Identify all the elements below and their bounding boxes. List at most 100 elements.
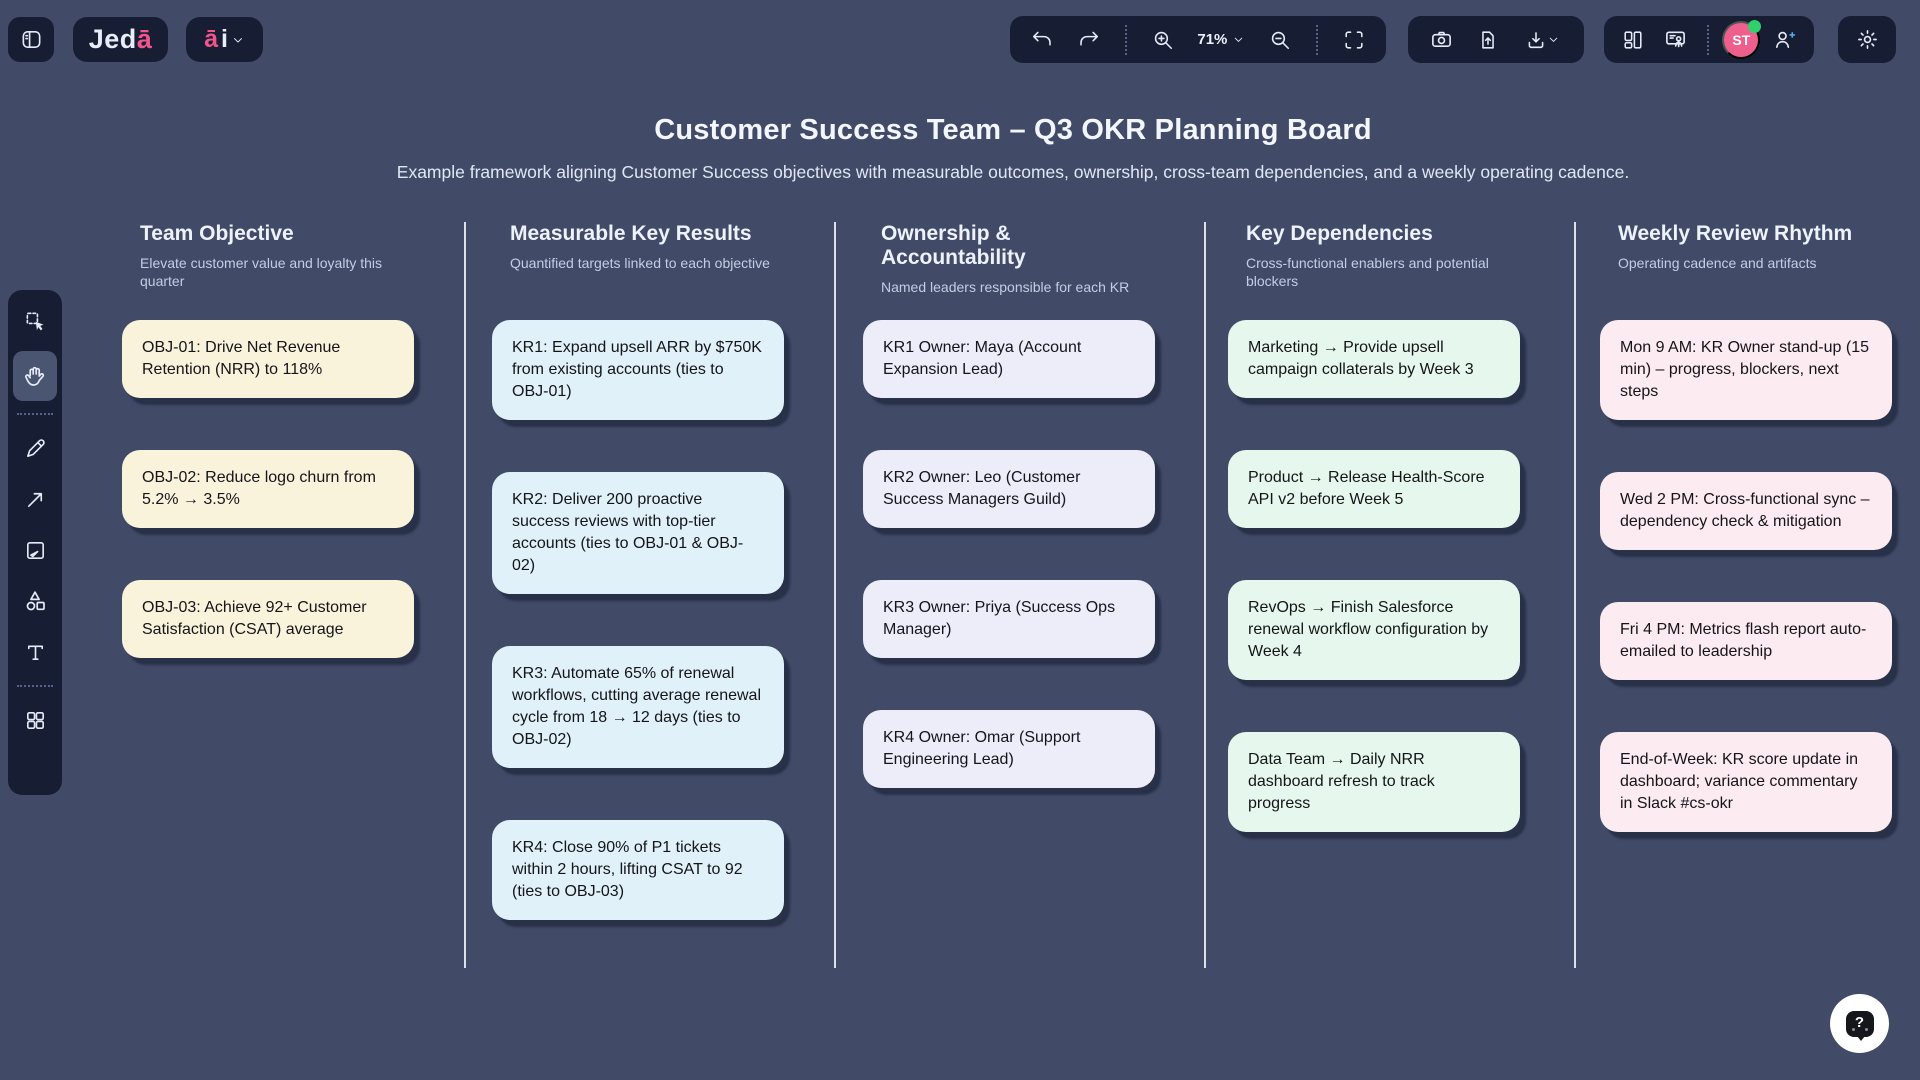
- settings-button[interactable]: [1849, 22, 1885, 58]
- zoom-out-icon: [1272, 31, 1290, 49]
- view-share-toolbar: ST: [1604, 16, 1814, 63]
- layout-panels-icon: [1624, 30, 1642, 49]
- sidebar-separator: [17, 413, 53, 415]
- board-heading: Customer Success Team – Q3 OKR Planning …: [106, 114, 1920, 183]
- shapes-tool[interactable]: [13, 580, 57, 622]
- column-title: Ownership & Accountability: [881, 222, 1026, 269]
- column-title: Measurable Key Results: [510, 222, 752, 245]
- help-bubble-icon: ?: [1845, 1010, 1874, 1041]
- sticky-note[interactable]: Mon 9 AM: KR Owner stand-up (15 min) – p…: [1600, 320, 1892, 420]
- notes-list: OBJ-01: Drive Net Revenue Retention (NRR…: [122, 320, 414, 658]
- settings-toolbar: [1838, 16, 1896, 63]
- column-ownership: Ownership & Accountability Named leaders…: [863, 222, 1155, 788]
- capture-export-toolbar: [1408, 16, 1584, 63]
- help-button[interactable]: ?: [1830, 994, 1889, 1053]
- column-key-results: Measurable Key Results Quantified target…: [492, 222, 784, 920]
- sticky-note[interactable]: KR4 Owner: Omar (Support Engineering Lea…: [863, 710, 1155, 788]
- sticky-note[interactable]: Wed 2 PM: Cross-functional sync – depend…: [1600, 472, 1892, 550]
- undo-icon: [1032, 31, 1051, 46]
- sticky-note[interactable]: Product → Release Health-Score API v2 be…: [1228, 450, 1520, 528]
- sidebar-toggle-button[interactable]: [8, 17, 54, 62]
- zoom-in-button[interactable]: [1145, 22, 1181, 58]
- column-divider: [834, 222, 836, 968]
- zoom-level-value: 71%: [1197, 31, 1228, 48]
- column-subtitle: Operating cadence and artifacts: [1618, 255, 1817, 271]
- user-avatar[interactable]: ST: [1722, 19, 1762, 59]
- text-tool[interactable]: [13, 631, 57, 673]
- online-status-dot: [1748, 19, 1762, 33]
- arrow-tool[interactable]: [13, 478, 57, 520]
- sticky-note[interactable]: KR3: Automate 65% of renewal workflows, …: [492, 646, 784, 768]
- sticky-note[interactable]: OBJ-01: Drive Net Revenue Retention (NRR…: [122, 320, 414, 398]
- zoom-level-dropdown[interactable]: 71%: [1191, 30, 1251, 49]
- text-icon: [27, 644, 43, 660]
- arrow-icon: [27, 492, 42, 507]
- column-title: Team Objective: [140, 222, 294, 245]
- sticky-note[interactable]: KR2: Deliver 200 proactive success revie…: [492, 472, 784, 594]
- redo-icon: [1080, 31, 1098, 46]
- sticky-note[interactable]: Fri 4 PM: Metrics flash report auto-emai…: [1600, 602, 1892, 680]
- tool-sidebar: [8, 290, 62, 795]
- present-mode-button[interactable]: [1658, 22, 1694, 58]
- download-icon: [1528, 31, 1544, 48]
- zoom-in-icon: [1154, 31, 1172, 49]
- hand-tool[interactable]: [13, 351, 57, 401]
- select-tool[interactable]: [13, 300, 57, 342]
- avatar-initials: ST: [1732, 31, 1751, 48]
- shapes-icon: [26, 591, 45, 611]
- column-title: Key Dependencies: [1246, 222, 1433, 245]
- sticky-note[interactable]: KR1: Expand upsell ARR by $750K from exi…: [492, 320, 784, 420]
- screenshot-button[interactable]: [1423, 22, 1459, 58]
- apps-tool[interactable]: [13, 699, 57, 741]
- fit-screen-button[interactable]: [1336, 22, 1372, 58]
- invite-user-button[interactable]: [1767, 22, 1803, 58]
- column-subtitle: Named leaders responsible for each KR: [881, 279, 1130, 295]
- toolbar-separator: [1706, 24, 1709, 55]
- chevron-down-icon: [1235, 37, 1243, 42]
- select-cursor-icon: [26, 312, 43, 330]
- download-button[interactable]: [1517, 22, 1569, 58]
- column-title: Weekly Review Rhythm: [1618, 222, 1853, 245]
- toolbar-separator: [1316, 24, 1319, 55]
- layout-panels-button[interactable]: [1615, 22, 1651, 58]
- present-board-icon: [1666, 31, 1686, 48]
- chevron-down-icon: [1549, 37, 1558, 42]
- chevron-down-icon: [233, 37, 242, 43]
- column-review-rhythm: Weekly Review Rhythm Operating cadence a…: [1600, 222, 1892, 832]
- board-title: Customer Success Team – Q3 OKR Planning …: [654, 114, 1372, 146]
- sticky-note[interactable]: Marketing → Provide upsell campaign coll…: [1228, 320, 1520, 398]
- zoom-out-button[interactable]: [1262, 22, 1298, 58]
- column-subtitle: Cross-functional enablers and potential …: [1246, 255, 1489, 290]
- column-team-objective: Team Objective Elevate customer value an…: [122, 222, 414, 658]
- sticky-note[interactable]: KR4: Close 90% of P1 tickets within 2 ho…: [492, 820, 784, 920]
- sticky-note[interactable]: Data Team → Daily NRR dashboard refresh …: [1228, 732, 1520, 832]
- history-zoom-toolbar: 71%: [1010, 16, 1386, 63]
- column-subtitle: Quantified targets linked to each object…: [510, 255, 770, 271]
- column-dependencies: Key Dependencies Cross-functional enable…: [1228, 222, 1520, 832]
- undo-button[interactable]: [1024, 22, 1060, 58]
- sticky-note[interactable]: End-of-Week: KR score update in dashboar…: [1600, 732, 1892, 832]
- frame-tool[interactable]: [13, 529, 57, 571]
- fit-screen-icon: [1345, 30, 1363, 49]
- sticky-note[interactable]: KR3 Owner: Priya (Success Ops Manager): [863, 580, 1155, 658]
- panel-toggle-icon: [22, 31, 40, 48]
- sticky-note[interactable]: OBJ-03: Achieve 92+ Customer Satisfactio…: [122, 580, 414, 658]
- sticky-note[interactable]: KR1 Owner: Maya (Account Expansion Lead): [863, 320, 1155, 398]
- column-subtitle: Elevate customer value and loyalty this …: [140, 255, 383, 290]
- notes-list: KR1 Owner: Maya (Account Expansion Lead)…: [863, 320, 1155, 788]
- board-subtitle: Example framework aligning Customer Succ…: [396, 162, 1630, 182]
- column-divider: [1204, 222, 1206, 968]
- sticky-note[interactable]: KR2 Owner: Leo (Customer Success Manager…: [863, 450, 1155, 528]
- pen-tool[interactable]: [13, 427, 57, 469]
- redo-button[interactable]: [1071, 22, 1107, 58]
- toolbar-separator: [1124, 24, 1127, 55]
- sticky-note[interactable]: OBJ-02: Reduce logo churn from 5.2% → 3.…: [122, 450, 414, 528]
- hand-icon: [25, 366, 45, 386]
- sticky-note[interactable]: RevOps → Finish Salesforce renewal workf…: [1228, 580, 1520, 680]
- pen-icon: [26, 438, 45, 457]
- upload-button[interactable]: [1470, 22, 1506, 58]
- column-divider: [464, 222, 466, 968]
